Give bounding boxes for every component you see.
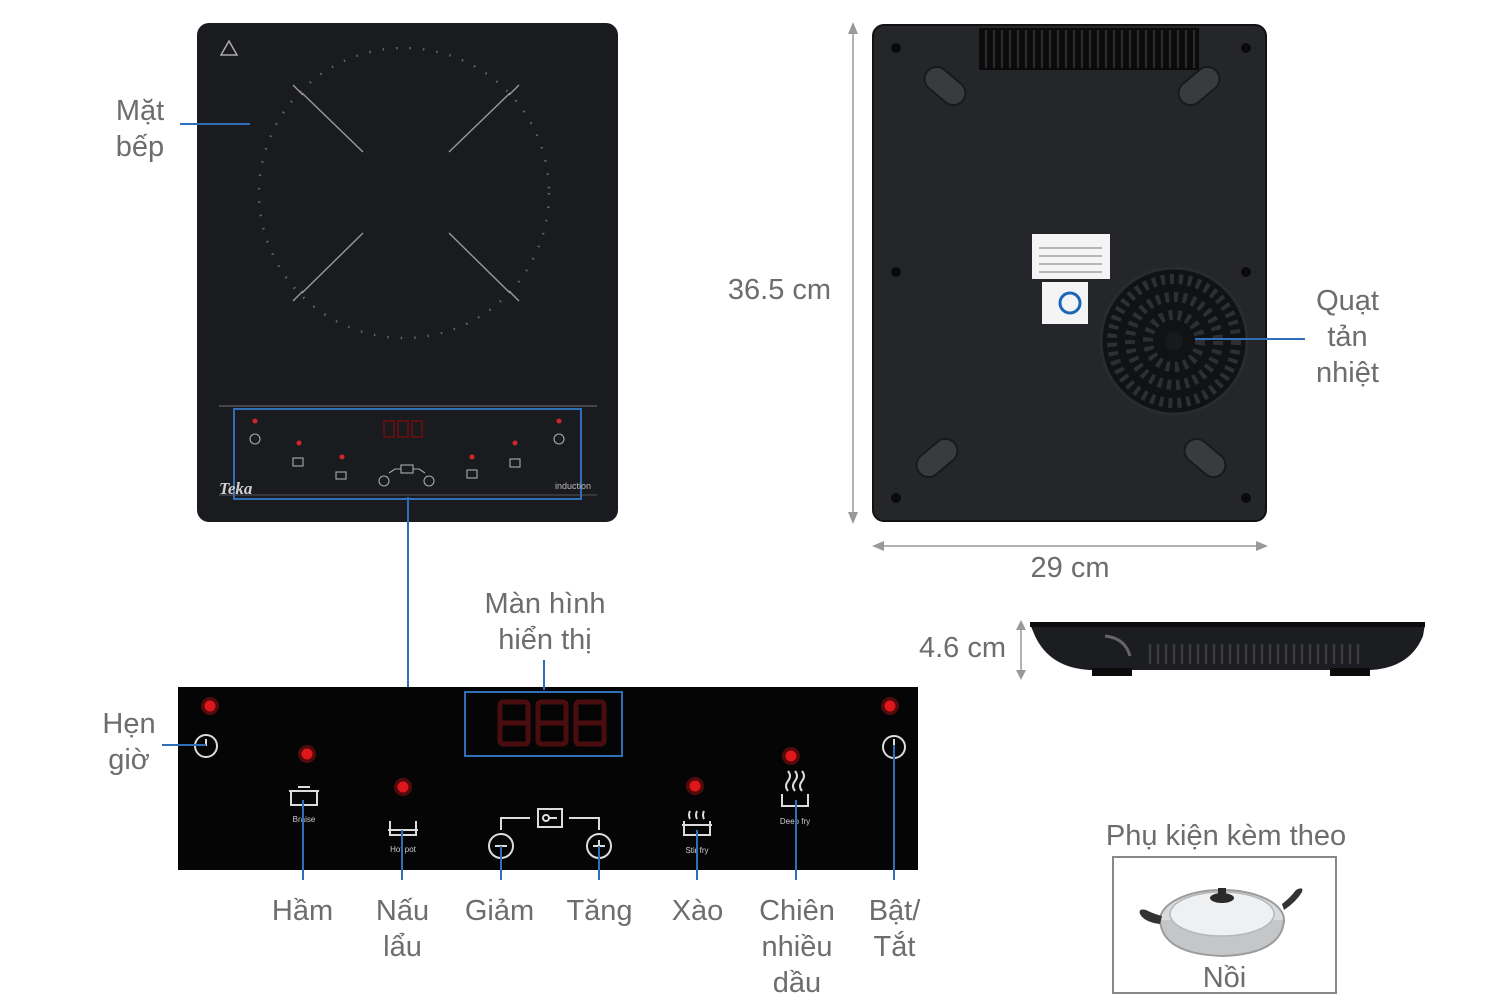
increase-callout-line: [598, 846, 600, 880]
rubber-feet: [915, 65, 1227, 479]
deepfry-callout-line: [795, 800, 797, 880]
cooktop-bottom-graphics: [891, 28, 1251, 503]
power-cord: [1104, 634, 1132, 657]
braise-callout-line: [302, 800, 304, 880]
surface-callout-line: [180, 123, 250, 125]
depth-label: 4.6 cm: [918, 632, 1007, 664]
width-dimension-arrow: [872, 541, 1268, 551]
cooktop-top-graphics: Teka induction: [219, 39, 597, 500]
display-callout-box: [464, 691, 623, 757]
decrease-label: Giảm: [464, 895, 535, 927]
pot-handle-right: [1282, 888, 1303, 910]
cooking-zone-marks: [292, 84, 520, 302]
timer-icon: [194, 734, 218, 758]
depth-dimension-arrow: [1016, 620, 1026, 680]
braise-label: Hầm: [271, 895, 334, 927]
decrease-callout-line: [500, 846, 502, 880]
mini-indicator-lights: [252, 418, 562, 460]
zoom-connector-line: [407, 497, 409, 687]
mini-display: [383, 420, 423, 438]
power-callout-line: [893, 745, 895, 880]
hotpot-text: Hot pot: [390, 845, 417, 854]
height-dimension-arrow: [848, 22, 858, 524]
warning-icon: [219, 39, 239, 56]
child-lock-icon: [537, 808, 563, 828]
hotpot-icon: [388, 821, 418, 836]
brand-logo: Teka: [219, 479, 253, 498]
lock-bracket-left: [500, 817, 530, 830]
side-view-graphics: [1030, 622, 1425, 676]
stirfry-label: Xào: [671, 895, 724, 927]
braise-pot-icon: [289, 786, 319, 806]
increase-label: Tăng: [566, 895, 633, 927]
accessory-title: Phụ kiện kèm theo: [1105, 820, 1347, 852]
digital-display-segments: [497, 699, 607, 747]
control-panel-zoom: Braise Hot pot Stir fry Deep fry: [178, 687, 918, 870]
height-label: 36.5 cm: [727, 274, 832, 306]
mini-control-icons: [249, 433, 565, 487]
pot-handle-left: [1139, 909, 1162, 924]
cooktop-bottom-view: [872, 24, 1267, 522]
display-callout-line: [543, 660, 545, 690]
power-label: Bật/Tắt: [868, 895, 921, 963]
hotpot-callout-line: [401, 830, 403, 880]
width-label: 29 cm: [1030, 552, 1110, 584]
pot-image: [1139, 888, 1303, 958]
braise-text: Braise: [293, 815, 316, 824]
timer-callout-line: [162, 744, 206, 746]
cooktop-side-view: [1030, 622, 1425, 678]
induction-label: induction: [555, 481, 591, 491]
fan-callout-line: [1195, 338, 1305, 340]
accessory-item-label: Nồi: [1202, 962, 1247, 994]
accessory-box: Nồi: [1112, 856, 1337, 994]
indicator-lights: [204, 700, 896, 793]
cooking-zone-circle: [257, 46, 551, 340]
lock-bracket-right: [569, 817, 600, 830]
stirfry-callout-line: [696, 830, 698, 880]
screws: [891, 43, 1251, 503]
cooktop-top-view: Teka induction: [197, 23, 618, 522]
control-panel-graphics: Braise Hot pot Stir fry Deep fry: [194, 691, 906, 859]
